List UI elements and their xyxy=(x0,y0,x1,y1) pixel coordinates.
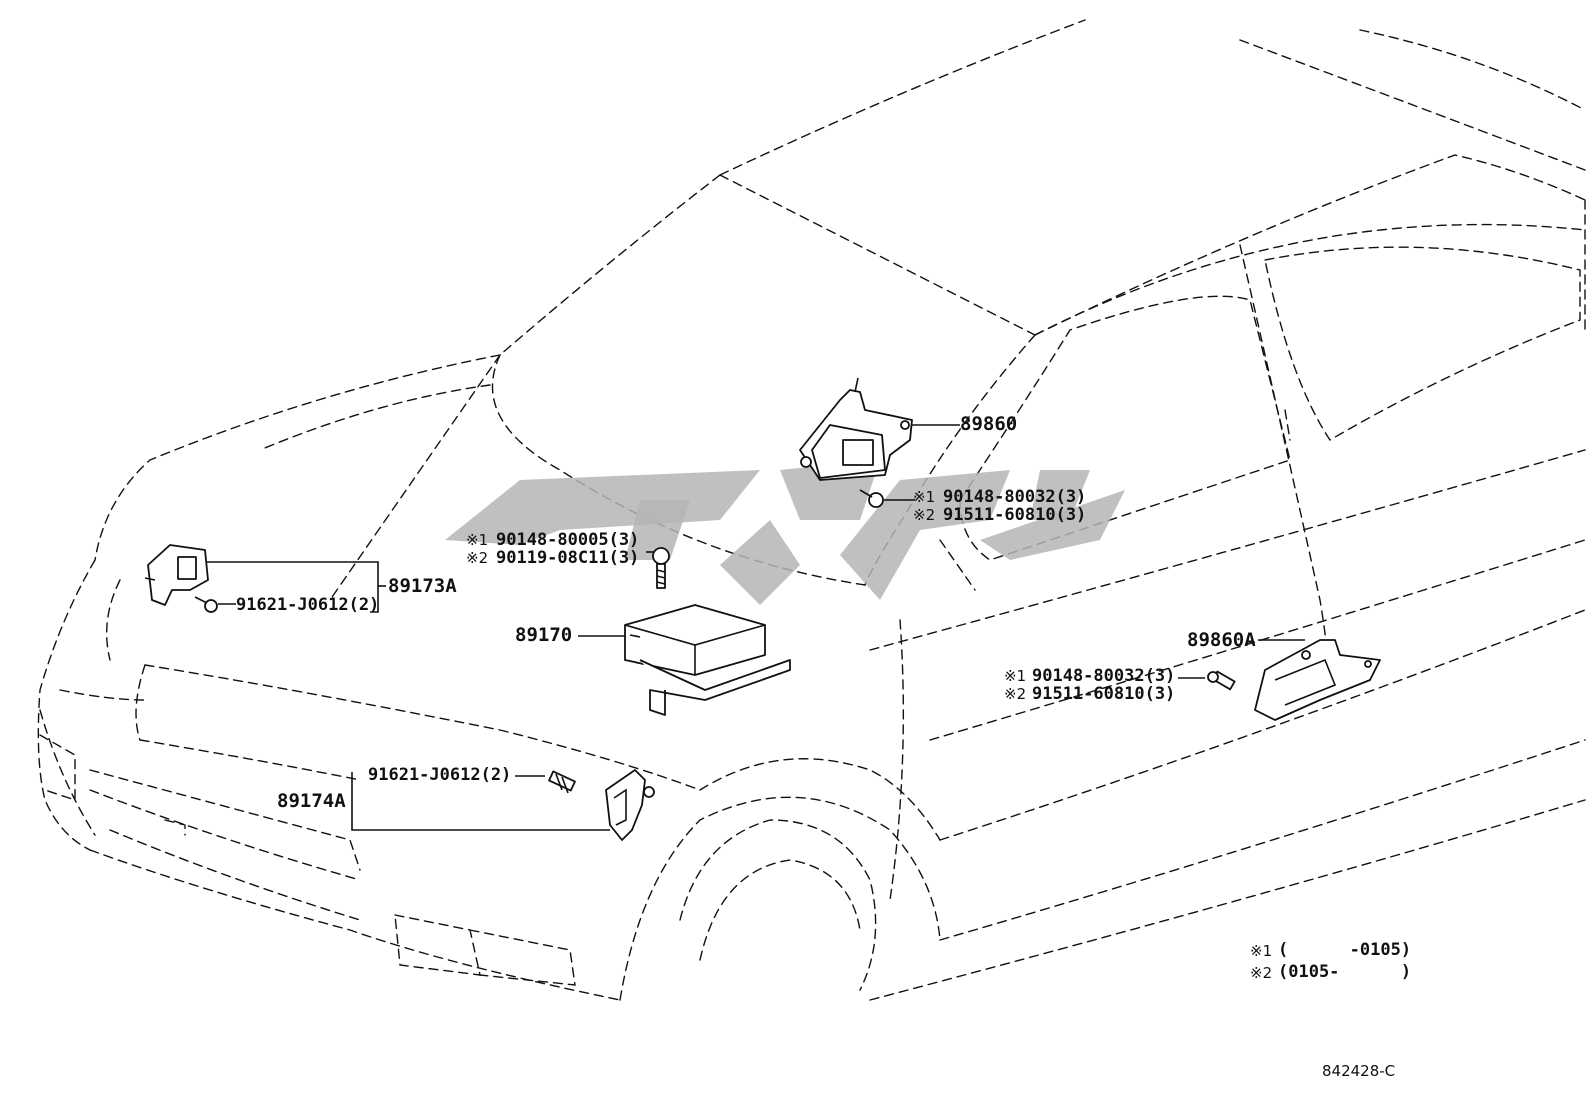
watermark-logo xyxy=(445,460,1125,605)
label-89174A-bolt: 91621-J0612(2) xyxy=(368,765,511,785)
front-sensor-89174A xyxy=(548,769,655,841)
bolt-89170 xyxy=(646,547,670,589)
airbag-ecu-89170 xyxy=(624,604,791,716)
figure-id: 842428-C xyxy=(1322,1062,1395,1080)
label-89170-bolt-1: 90148-80005(3) xyxy=(496,530,639,550)
label-89173A: 89173A xyxy=(388,575,457,597)
label-89860: 89860 xyxy=(960,413,1017,435)
footnotes: ※1 ( -0105) ※2 (0105- ) xyxy=(1250,940,1411,982)
label-89173A-bolt: 91621-J0612(2) xyxy=(236,595,379,615)
mark-89860-bolt-1: ※1 xyxy=(913,488,935,506)
label-89860-bolt-2: 91511-60810(3) xyxy=(943,505,1086,525)
front-sensor-89173A xyxy=(144,544,218,613)
sensor-89860 xyxy=(799,377,913,481)
label-89170: 89170 xyxy=(515,624,572,646)
label-89860A-bolt-2: 91511-60810(3) xyxy=(1032,684,1175,704)
leader-89174A xyxy=(351,772,610,831)
label-89860-bolt-1: 90148-80032(3) xyxy=(943,487,1086,507)
note2-mark: ※2 xyxy=(1250,964,1272,982)
label-89170-bolt-2: 90119-08C11(3) xyxy=(496,548,639,568)
mark-89860A-bolt-2: ※2 xyxy=(1004,685,1026,703)
note1-mark: ※1 xyxy=(1250,942,1272,960)
note1-text: ( -0105) xyxy=(1278,940,1411,960)
leader-89173A xyxy=(206,561,379,613)
mark-89860A-bolt-1: ※1 xyxy=(1004,667,1026,685)
mark-89170-bolt-2: ※2 xyxy=(466,549,488,567)
mark-89860-bolt-2: ※2 xyxy=(913,506,935,524)
note2-text: (0105- ) xyxy=(1278,962,1411,982)
label-89174A: 89174A xyxy=(277,790,346,812)
mark-89170-bolt-1: ※1 xyxy=(466,531,488,549)
bolt-89860 xyxy=(859,489,915,508)
label-89860A: 89860A xyxy=(1187,629,1256,651)
label-89860A-bolt-1: 90148-80032(3) xyxy=(1032,666,1175,686)
side-sensor-89860A xyxy=(1207,639,1381,721)
